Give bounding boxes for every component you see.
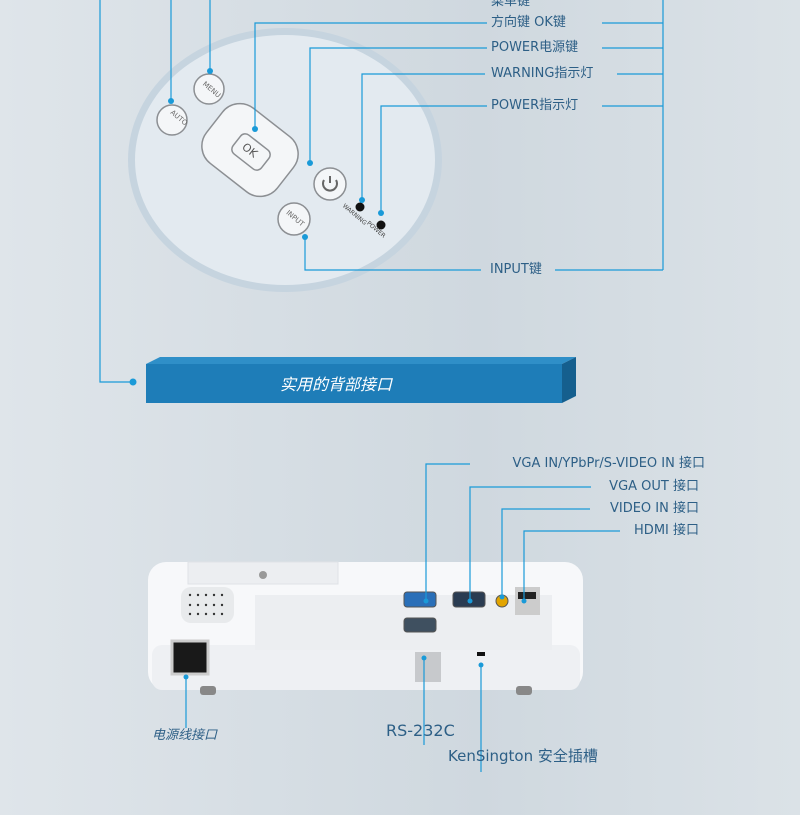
rs232-port xyxy=(403,617,437,633)
auto-button xyxy=(156,104,188,136)
power-button xyxy=(313,167,347,201)
kensington-label: KenSington 安全插槽 xyxy=(448,747,598,765)
banner-title: 实用的背部接口 xyxy=(279,375,392,394)
ok-button xyxy=(231,133,271,171)
banner-side xyxy=(562,357,576,403)
warning-led xyxy=(355,202,365,212)
menu-button xyxy=(193,73,225,105)
power-icon xyxy=(322,176,338,192)
hdmi-port xyxy=(515,587,540,615)
vga-in-port xyxy=(403,591,437,608)
power-key-label: POWER电源键 xyxy=(491,40,579,55)
input-key-label: INPUT键 xyxy=(490,262,542,277)
power-led xyxy=(376,220,386,230)
banner xyxy=(146,364,562,403)
video-in-label: VIDEO IN 接口 xyxy=(609,501,699,516)
direction-ok-key-label: 方向键 OK键 xyxy=(491,15,566,30)
banner-top xyxy=(146,357,576,364)
power-socket xyxy=(170,639,210,676)
power-cord-label: 电源线接口 xyxy=(152,728,218,743)
speaker-grille xyxy=(181,587,234,623)
vga-out-label: VGA OUT 接口 xyxy=(609,479,699,494)
vga-in-label: VGA IN/YPbPr/S-VIDEO IN 接口 xyxy=(512,456,706,471)
kensington-slot xyxy=(477,652,485,656)
hdmi-label: HDMI 接口 xyxy=(634,523,699,538)
warning-led-label: WARNING指示灯 xyxy=(491,66,594,81)
rs232-label: RS-232C xyxy=(386,721,455,740)
power-led-label: POWER指示灯 xyxy=(491,98,579,113)
menu-key-label: 菜单键 xyxy=(491,0,531,9)
input-button xyxy=(277,202,311,236)
